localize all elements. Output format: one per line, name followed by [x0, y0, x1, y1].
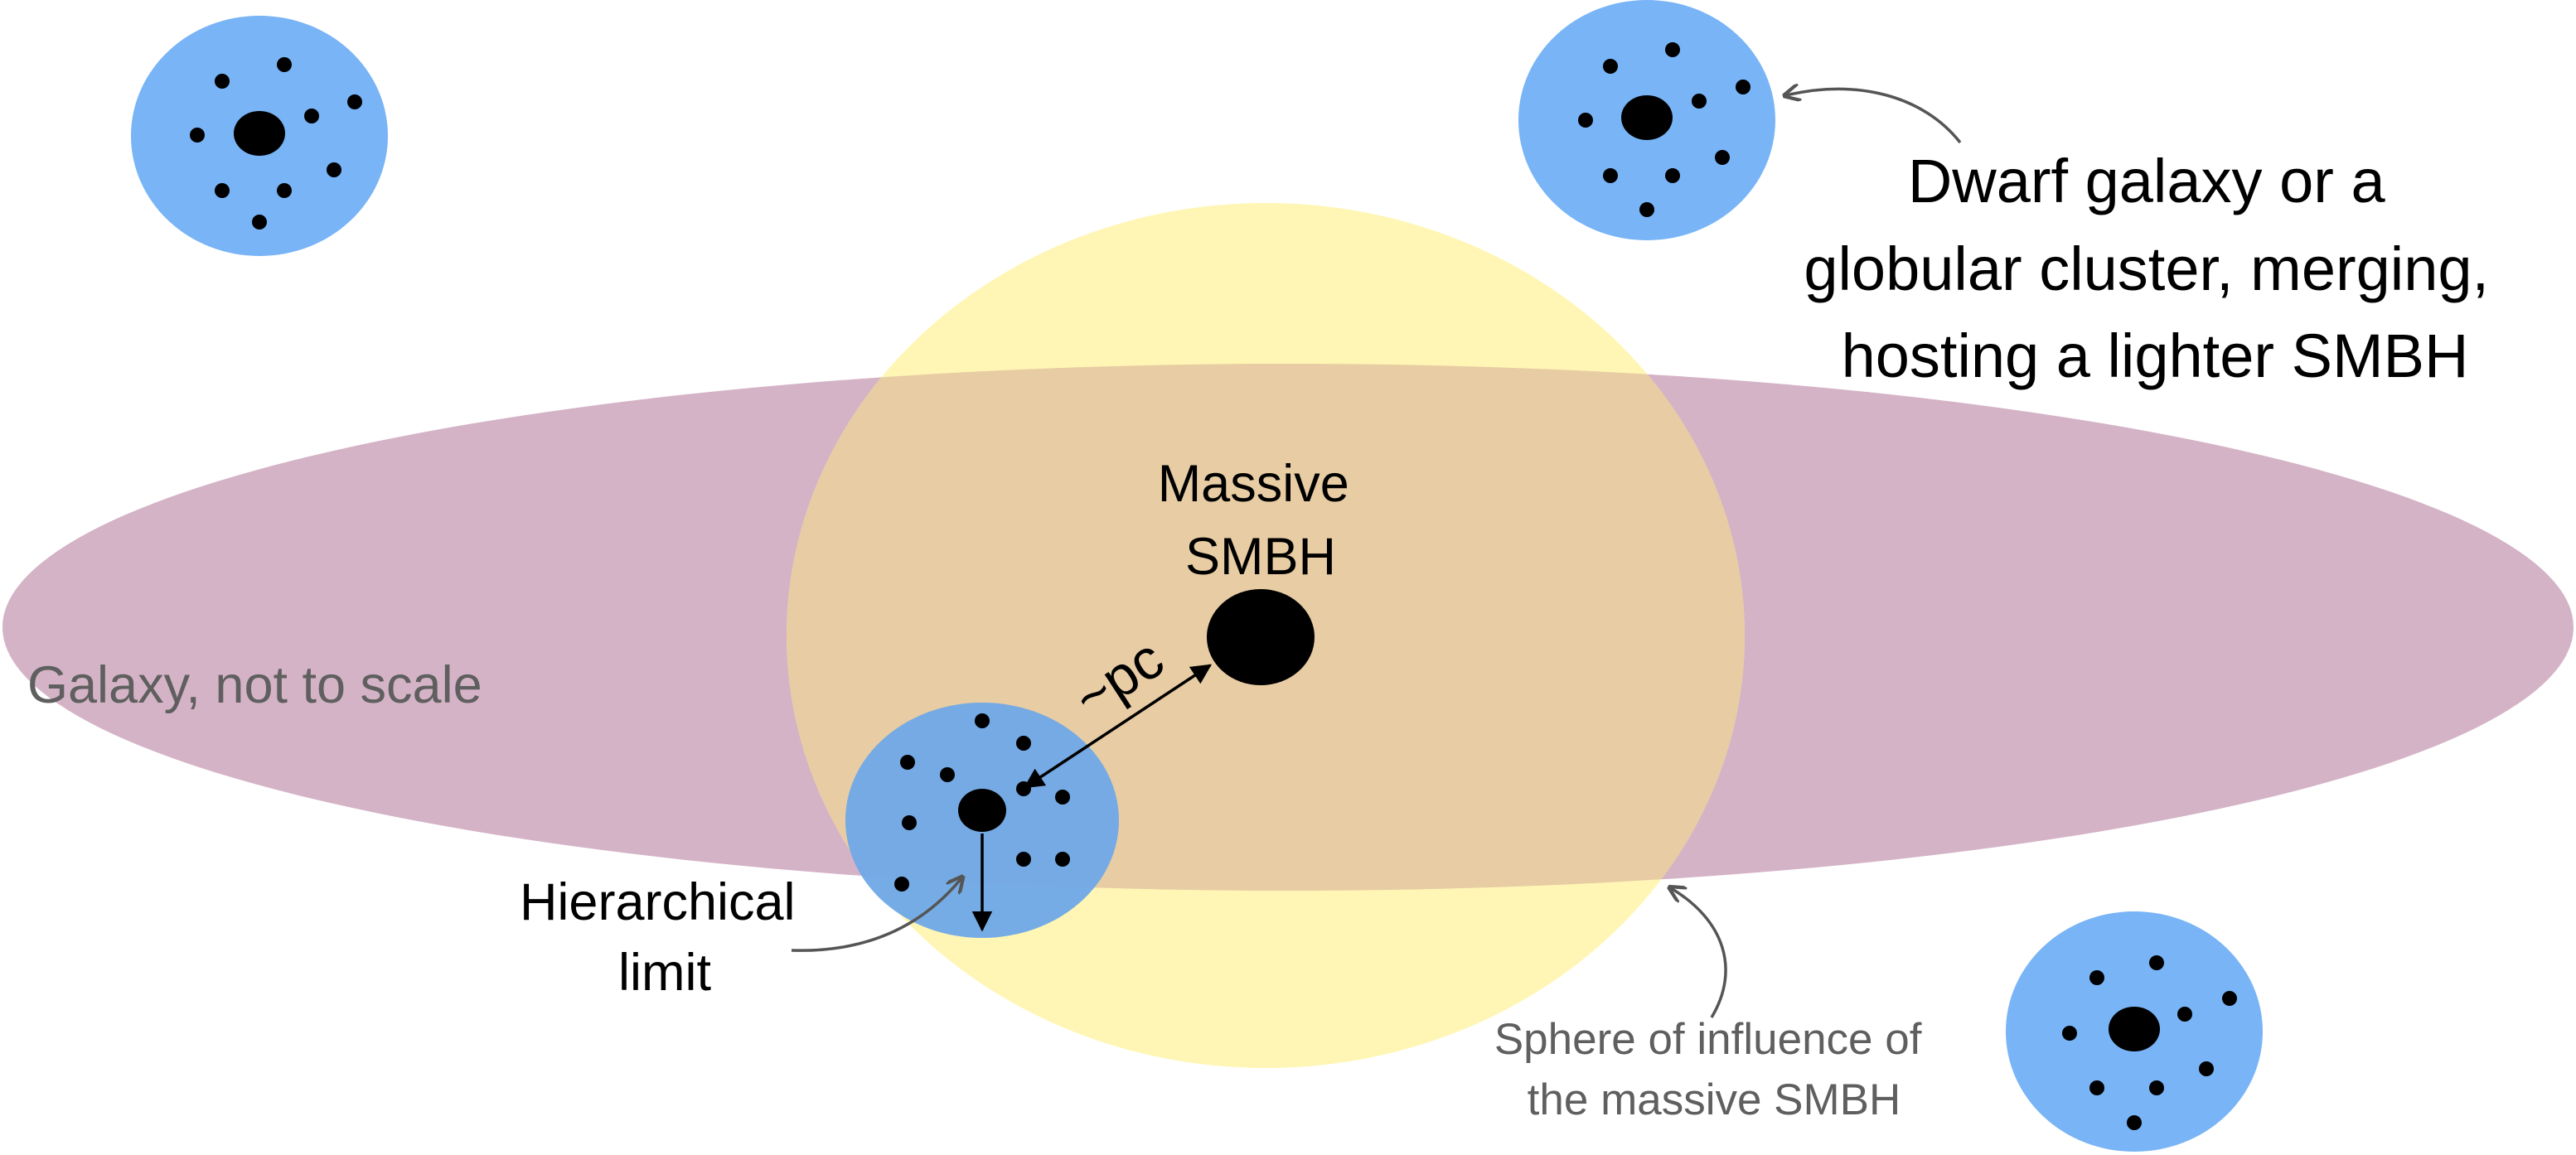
dwarf-galaxy-label-line2: globular cluster, merging,	[1804, 234, 2489, 303]
hierarchical-limit-label: Hierarchical limit	[520, 873, 810, 1002]
star-dots	[1578, 42, 1750, 217]
distance-arrow-icon	[1023, 664, 1213, 789]
massive-smbh-label-line2: SMBH	[1185, 528, 1336, 586]
black-hole-icon	[1621, 95, 1673, 140]
massive-smbh-label-line1: Massive	[1158, 455, 1349, 513]
sphere-of-influence-label-line2: the massive SMBH	[1528, 1075, 1901, 1124]
cluster-top-right	[1518, 0, 1775, 240]
star-dots	[2062, 955, 2237, 1130]
dwarf-galaxy-label-line1: Dwarf galaxy or a	[1908, 147, 2386, 215]
cluster-top-left	[131, 16, 388, 256]
star-dots	[190, 57, 362, 230]
massive-smbh-icon	[1207, 589, 1315, 685]
pointer-hierarchical-arrow-icon	[791, 878, 961, 952]
sphere-of-influence-label: Sphere of influence of the massive SMBH	[1494, 1015, 1934, 1124]
pointer-sphere-arrow-icon	[1671, 888, 1727, 1018]
black-hole-icon	[234, 111, 285, 156]
hierarchical-limit-label-line2: limit	[618, 944, 711, 1002]
massive-smbh-label: Massive SMBH	[1158, 455, 1364, 586]
black-hole-icon	[2109, 1007, 2160, 1051]
light-smbh-icon	[958, 789, 1006, 832]
cluster-bottom-right	[2006, 911, 2263, 1152]
hierarchical-limit-label-line1: Hierarchical	[520, 873, 796, 931]
galaxy-label: Galaxy, not to scale	[27, 656, 482, 714]
dwarf-galaxy-label: Dwarf galaxy or a globular cluster, merg…	[1804, 147, 2506, 390]
dwarf-galaxy-label-line3: hosting a lighter SMBH	[1842, 321, 2469, 390]
pointer-dwarf-arrow-icon	[1786, 89, 1962, 144]
sphere-of-influence-label-line1: Sphere of influence of	[1494, 1015, 1922, 1064]
